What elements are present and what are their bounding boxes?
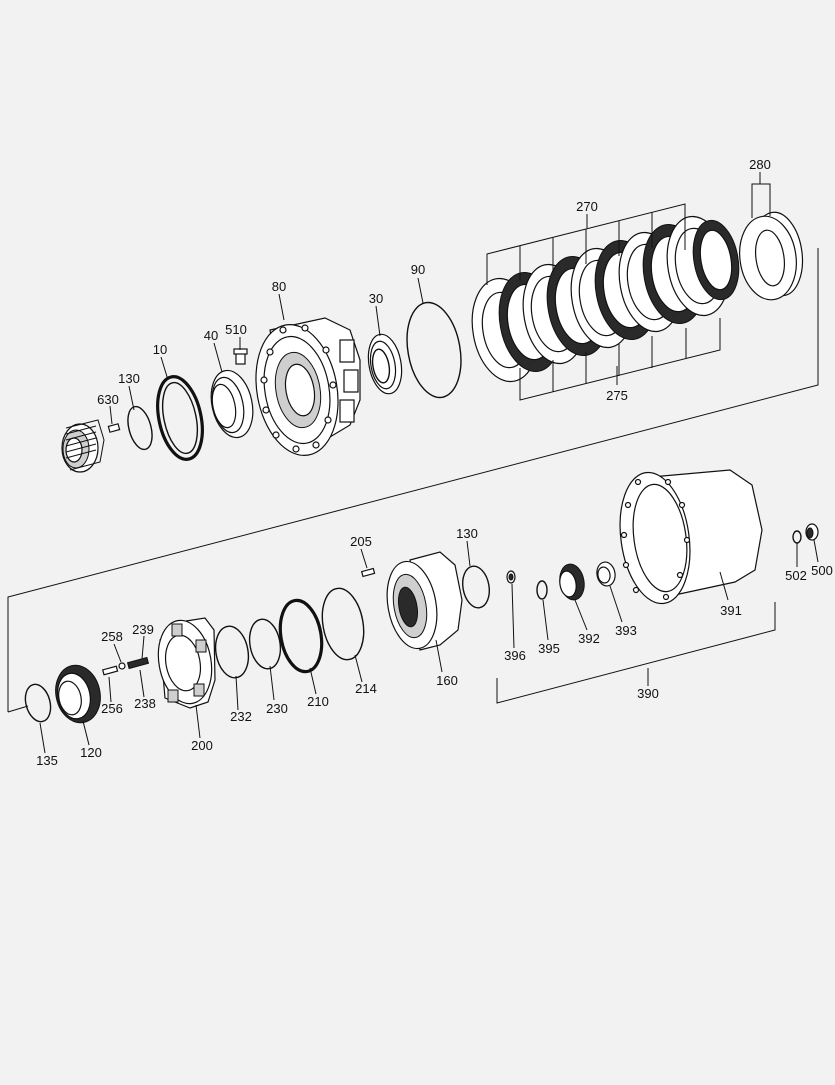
part-bearing-40 — [210, 369, 254, 439]
part-disc-pack-270-275 — [471, 215, 740, 383]
label-135: 135 — [36, 753, 58, 768]
leader-lines — [39, 172, 819, 754]
part-plug-500 — [805, 523, 819, 541]
part-pin-256 — [101, 665, 119, 676]
label-130-top: 130 — [118, 371, 140, 386]
label-90: 90 — [411, 262, 425, 277]
part-snapring-395 — [536, 580, 548, 600]
label-200: 200 — [191, 738, 213, 753]
part-spring-238 — [126, 656, 150, 670]
label-80: 80 — [272, 279, 286, 294]
label-258: 258 — [101, 629, 123, 644]
part-oring-130-bottom — [461, 565, 491, 609]
label-214: 214 — [355, 681, 377, 696]
part-hub-80 — [255, 317, 361, 456]
part-ring-210 — [278, 598, 324, 674]
label-239: 239 — [132, 622, 154, 637]
part-gear-392 — [559, 563, 585, 601]
part-washer-396 — [506, 570, 516, 584]
label-40: 40 — [204, 328, 218, 343]
part-ring-230 — [248, 618, 282, 670]
label-391: 391 — [720, 603, 742, 618]
label-392: 392 — [578, 631, 600, 646]
label-510: 510 — [225, 322, 247, 337]
part-ball-258 — [118, 662, 126, 670]
leader-270 — [486, 203, 686, 285]
label-393: 393 — [615, 623, 637, 638]
label-630: 630 — [97, 392, 119, 407]
part-ring-232 — [214, 625, 250, 679]
label-120: 120 — [80, 745, 102, 760]
label-210: 210 — [307, 694, 329, 709]
label-160: 160 — [436, 673, 458, 688]
part-plate-280 — [739, 183, 804, 301]
part-bushing-393 — [596, 561, 616, 587]
part-piston-160 — [386, 551, 463, 651]
label-270: 270 — [576, 199, 598, 214]
leader-275 — [519, 318, 721, 401]
label-238: 238 — [134, 696, 156, 711]
part-drum-391 — [619, 469, 763, 605]
label-230: 230 — [266, 701, 288, 716]
label-280: 280 — [749, 157, 771, 172]
callout-labels: 280 270 275 90 30 80 510 40 10 130 630 2… — [36, 157, 833, 768]
part-oring-90 — [406, 301, 462, 399]
part-bearing-30 — [367, 333, 403, 395]
label-232: 232 — [230, 709, 252, 724]
label-390: 390 — [637, 686, 659, 701]
leader-390-bracket — [496, 602, 776, 704]
label-395: 395 — [538, 641, 560, 656]
part-ring-gear-120 — [55, 664, 101, 724]
part-seal-10 — [156, 375, 204, 461]
label-10: 10 — [153, 342, 167, 357]
part-pin-205 — [360, 567, 376, 578]
part-carrier-630 — [61, 419, 105, 473]
label-30: 30 — [369, 291, 383, 306]
part-bolt-510 — [233, 348, 248, 365]
label-396: 396 — [504, 648, 526, 663]
part-snapring-135 — [24, 683, 52, 723]
part-pin-630 — [107, 423, 121, 433]
part-ring-214 — [321, 587, 365, 661]
label-500: 500 — [811, 563, 833, 578]
label-256: 256 — [101, 701, 123, 716]
label-502: 502 — [785, 568, 807, 583]
label-275: 275 — [606, 388, 628, 403]
label-205: 205 — [350, 534, 372, 549]
part-carrier-200 — [157, 617, 216, 709]
part-oring-130-top — [127, 405, 153, 451]
assembly-frame-lines — [7, 248, 819, 713]
label-130-bottom: 130 — [456, 526, 478, 541]
part-ring-502 — [792, 530, 802, 544]
